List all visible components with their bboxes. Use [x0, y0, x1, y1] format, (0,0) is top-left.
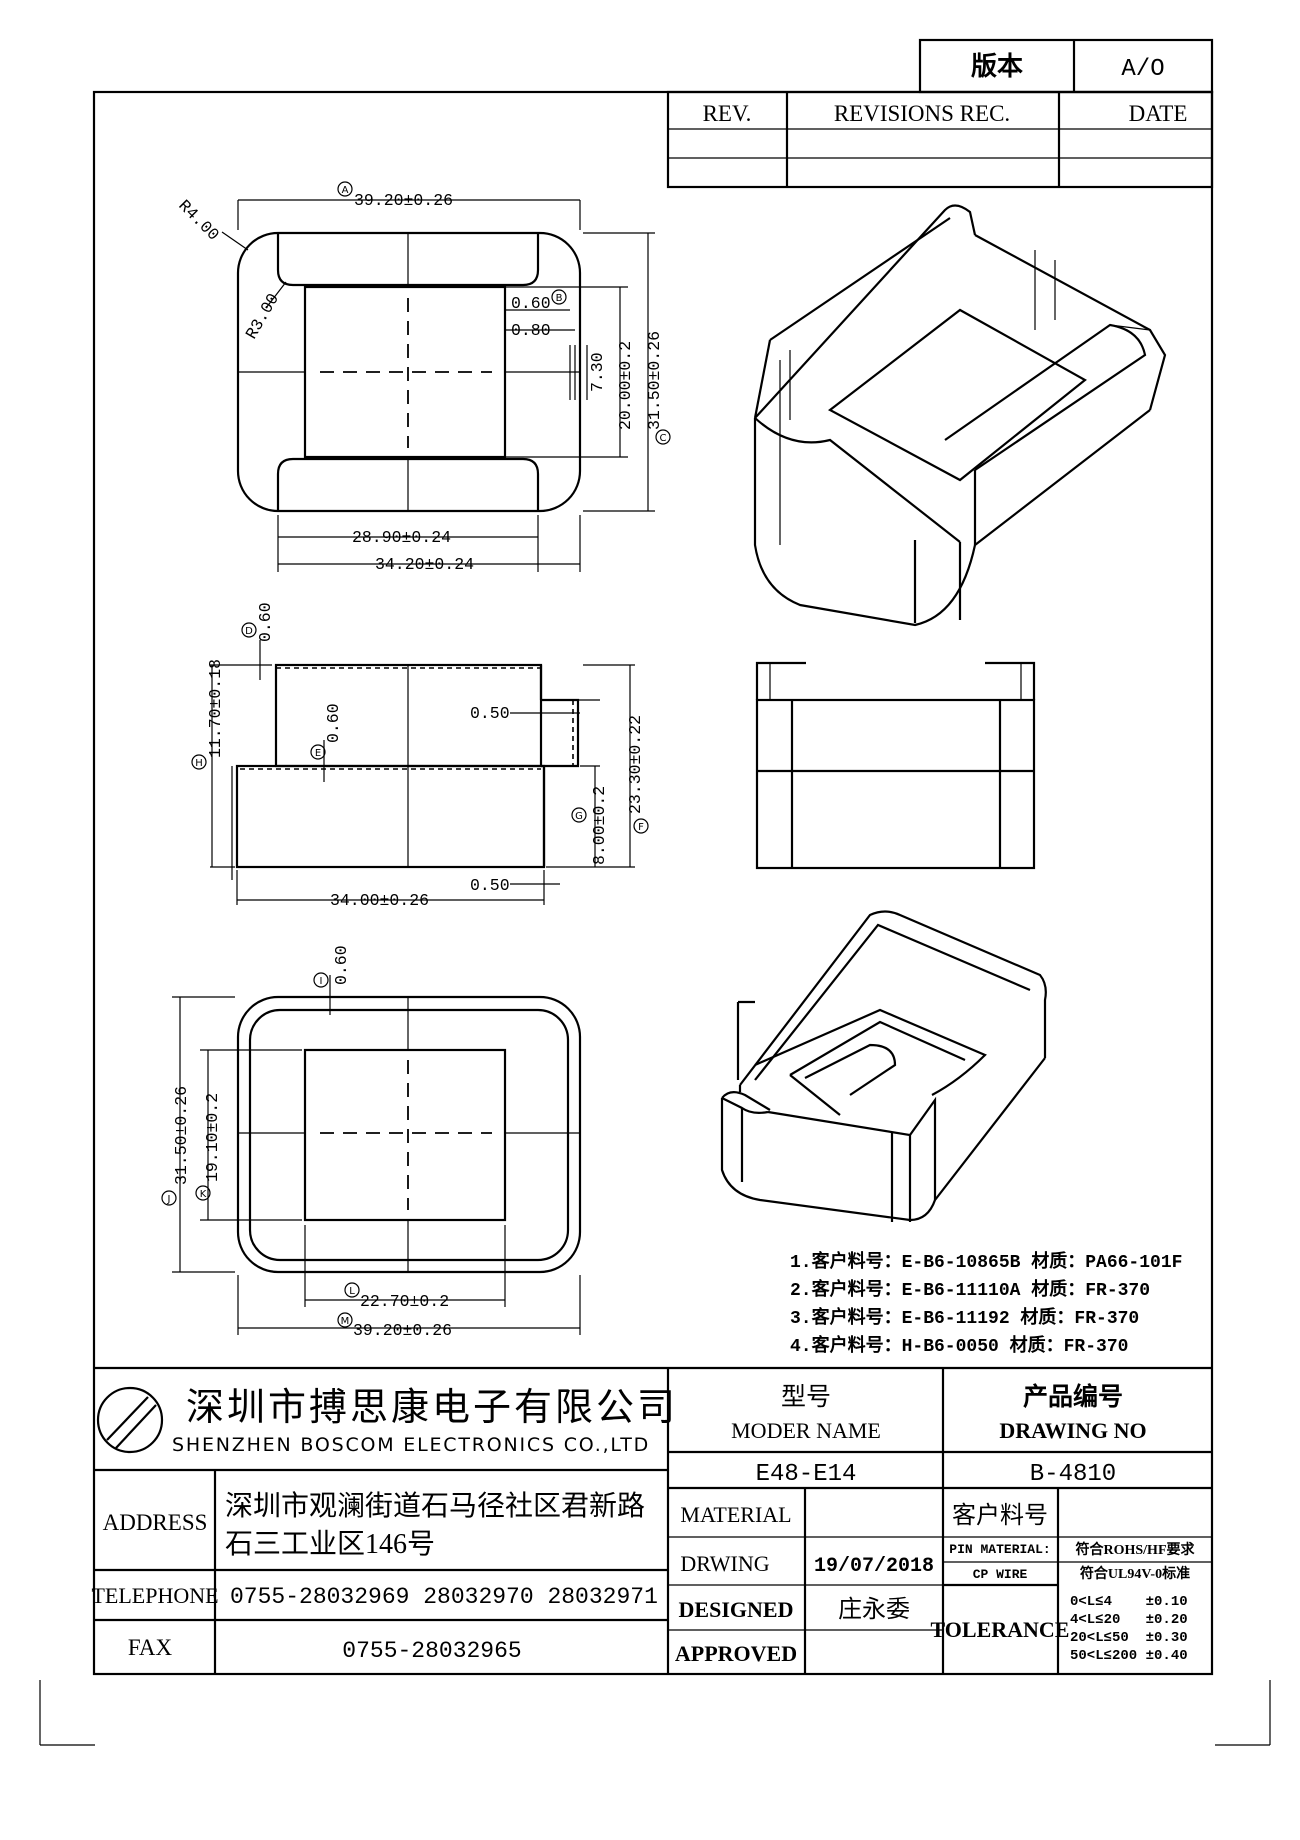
iso-view-top [753, 204, 1167, 627]
dim-2890: 28.90±0.24 [352, 528, 451, 547]
dim-3420: 34.20±0.24 [375, 555, 474, 574]
dim-3400: 34.00±0.26 [330, 891, 429, 910]
mark-j: J [167, 1194, 171, 1205]
drawing-label-en: DRAWING NO [999, 1418, 1146, 1443]
trim-marks [39, 1680, 1271, 1746]
dim-3150-bottom: 31.50±0.26 [172, 1086, 191, 1185]
fax-label: FAX [128, 1635, 173, 1660]
tolerance-label: TOLERANCE [931, 1617, 1070, 1642]
mark-b: B [556, 293, 563, 304]
dim-2000: 20.00±0.2 [616, 341, 635, 430]
model-value: E48-E14 [756, 1461, 857, 1488]
mark-g: G [575, 811, 583, 822]
dim-050-top: 0.50 [470, 704, 510, 723]
mark-c: C [660, 433, 667, 444]
drawing-value: B-4810 [1030, 1461, 1116, 1488]
mark-f: F [638, 822, 644, 833]
revision-table: REV. REVISIONS REC. DATE [666, 90, 1214, 189]
mark-h: H [195, 758, 203, 769]
drawing-frame [92, 90, 1214, 1676]
mark-m: M [341, 1316, 350, 1327]
revisions-rec-header: REVISIONS REC. [834, 101, 1010, 126]
tolerance-line-2: 4<L≤20 ±0.20 [1070, 1612, 1188, 1628]
dim-060-top: 0.60 [256, 602, 275, 642]
dim-3920: 39.20±0.26 [353, 1321, 452, 1340]
dim-2270: 22.70±0.2 [360, 1292, 449, 1311]
customer-code-label: 客户料号 [952, 1502, 1048, 1529]
dim-2330: 23.30±0.22 [626, 715, 645, 814]
dim-730: 7.30 [588, 352, 607, 392]
telephone-label: TELEPHONE [91, 1583, 218, 1608]
mark-e: E [315, 748, 321, 759]
top-view: A 39.20±0.26 R4.00 R3.00 0.60 B 0.80 7.3… [174, 181, 671, 574]
tolerance-line-1: 0<L≤4 ±0.10 [1070, 1594, 1188, 1610]
fax-value: 0755-28032965 [342, 1638, 521, 1664]
bottom-view: 0.60 I 31.50±0.26 J 19.10±0.2 K L 22.70±… [161, 945, 582, 1340]
designed-value: 庄永委 [838, 1596, 910, 1623]
company-name-en: SHENZHEN BOSCOM ELECTRONICS CO.,LTD [172, 1434, 650, 1456]
company-logo [96, 1386, 164, 1454]
part-line-2: 2.客户料号：E-B6-11110A 材质：FR-370 [790, 1278, 1150, 1301]
rev-header: REV. [703, 101, 752, 126]
pin-material-label: PIN MATERIAL: [949, 1542, 1050, 1557]
dim-3150: 31.50±0.26 [645, 331, 664, 430]
address-line-1: 深圳市观澜街道石马径社区君新路 [225, 1490, 645, 1522]
pin-material-value: 符合ROHS/HF要求 [1074, 1541, 1195, 1558]
tolerance-line-4: 50<L≤200 ±0.40 [1070, 1648, 1188, 1664]
company-name-cn: 深圳市搏思康电子有限公司 [186, 1387, 678, 1429]
dim-800: 8.00±0.2 [590, 786, 609, 865]
iso-view-bottom [720, 910, 1047, 1222]
dim-r-inner: R3.00 [242, 290, 283, 342]
version-box: 版本 A/O [918, 38, 1214, 94]
drawing-date: 19/07/2018 [814, 1555, 934, 1578]
dim-060-mid: 0.60 [324, 703, 343, 743]
dim-1170: 11.70±0.18 [206, 659, 225, 758]
dim-060: 0.60 [511, 294, 551, 313]
mark-k: K [200, 1189, 207, 1200]
cp-wire-label: CP WIRE [973, 1567, 1028, 1582]
mark-d: D [245, 626, 253, 637]
date-header: DATE [1129, 101, 1188, 126]
part-line-1: 1.客户料号：E-B6-10865B 材质：PA66-101F [790, 1250, 1182, 1273]
approved-label: APPROVED [675, 1641, 797, 1666]
version-value: A/O [1121, 56, 1164, 83]
drawing-by-label: DRWING [680, 1551, 769, 1576]
front-view [755, 661, 1036, 870]
model-label-en: MODER NAME [731, 1418, 881, 1443]
dim-060-bottom: 0.60 [332, 945, 351, 985]
dim-050-bot: 0.50 [470, 876, 510, 895]
part-line-4: 4.客户料号：H-B6-0050 材质：FR-370 [790, 1334, 1128, 1357]
material-label: MATERIAL [680, 1502, 791, 1527]
part-line-3: 3.客户料号：E-B6-11192 材质：FR-370 [790, 1306, 1139, 1329]
mark-l: L [349, 1286, 355, 1297]
dim-top-width: 39.20±0.26 [354, 191, 453, 210]
dim-r-outer: R4.00 [174, 196, 222, 244]
parts-list: 1.客户料号：E-B6-10865B 材质：PA66-101F 2.客户料号：E… [790, 1250, 1182, 1357]
mark-a: A [342, 185, 349, 196]
address-line-2: 石三工业区146号 [225, 1529, 435, 1560]
mark-i: I [320, 976, 323, 987]
telephone-value: 0755-28032969 28032970 28032971 [230, 1584, 658, 1610]
address-label: ADDRESS [103, 1510, 208, 1535]
tolerance-line-3: 20<L≤50 ±0.30 [1070, 1630, 1188, 1646]
drawing-label-cn: 产品编号 [1023, 1382, 1123, 1411]
dim-1910: 19.10±0.2 [203, 1093, 222, 1182]
cp-wire-value: 符合UL94V-0标准 [1079, 1565, 1190, 1582]
version-label: 版本 [970, 52, 1023, 81]
model-label-cn: 型号 [781, 1383, 831, 1411]
title-block: 深圳市搏思康电子有限公司 SHENZHEN BOSCOM ELECTRONICS… [91, 1366, 1212, 1674]
designed-label: DESIGNED [679, 1597, 794, 1622]
side-view: 11.70±0.18 H 0.60 D 0.60 E 0.50 8.00±0.2… [191, 602, 649, 910]
